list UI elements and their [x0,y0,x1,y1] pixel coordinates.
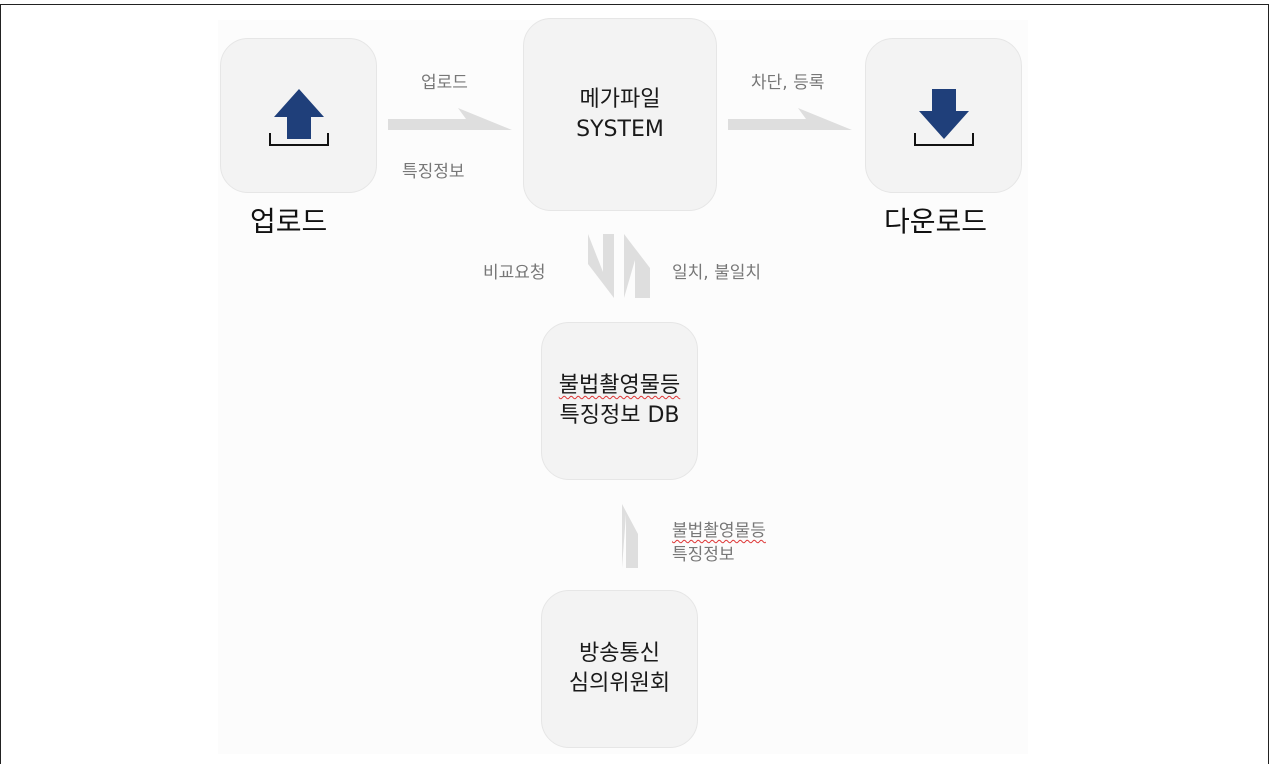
download-box [865,38,1022,193]
system-to-download-arrow [728,108,852,130]
arrow-label-match: 일치, 불일치 [672,263,762,283]
upload-box [220,38,377,193]
upload-arrow-icon [268,88,329,146]
kcsc-line1: 방송통신 [579,641,660,666]
arrow-label-feed-line1: 불법촬영물등 [672,521,766,541]
compare-request-arrow [588,234,614,298]
system-line1: 메가파일 [579,86,661,112]
kcsc-box: 방송통신 심의위원회 [541,590,698,748]
db-line2: 특징정보 DB [559,403,680,428]
system-line2: SYSTEM [576,116,664,142]
megafile-system-box: 메가파일 SYSTEM [523,18,717,211]
arrow-label-block-register: 차단, 등록 [751,73,825,93]
feature-db-box: 불법촬영물등 특징정보 DB [541,322,698,480]
diagram-frame [0,4,1269,764]
db-line1: 불법촬영물등 [558,373,681,398]
download-arrow-icon [913,88,974,146]
upload-to-system-arrow [388,108,512,130]
download-label: 다운로드 [884,205,988,238]
kcsc-line2: 심의위원회 [568,671,671,696]
arrow-label-upload: 업로드 [421,73,468,93]
match-result-arrow [624,234,650,298]
arrow-label-feature: 특징정보 [402,162,465,182]
kcsc-to-db-arrow [622,504,638,568]
upload-label: 업로드 [250,205,328,238]
arrow-label-compare: 비교요청 [483,263,546,283]
arrow-label-feed-line2: 특징정보 [672,545,735,565]
